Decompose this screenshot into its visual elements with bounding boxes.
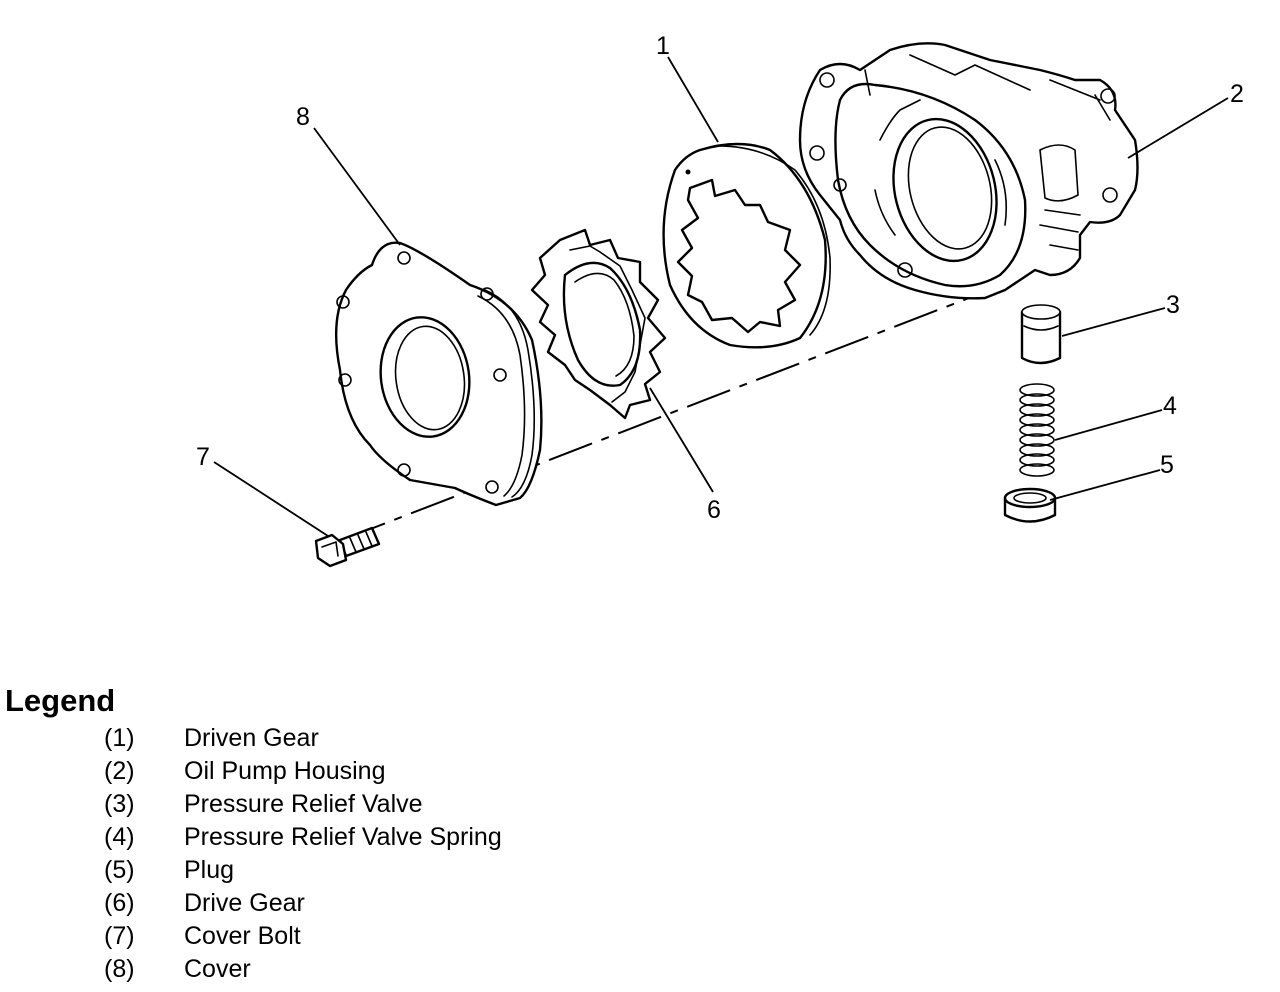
legend-item-label: Drive Gear [184, 889, 305, 917]
legend-title: Legend [5, 683, 116, 718]
legend-item-label: Oil Pump Housing [184, 757, 386, 785]
pressure-relief-valve-spring-part [1019, 383, 1055, 477]
callout-5: 5 [1160, 451, 1174, 479]
legend-item-label: Cover [184, 955, 251, 983]
cover-bolt-part [314, 526, 381, 568]
oil-pump-housing-part [798, 42, 1139, 300]
legend-item-number: (4) [104, 823, 135, 851]
legend-item-number: (8) [104, 955, 135, 983]
callout-6: 6 [707, 496, 721, 524]
legend-item-label: Plug [184, 856, 235, 884]
legend-item-label: Pressure Relief Valve [184, 790, 423, 818]
driven-gear-part [662, 142, 831, 349]
cover-part [334, 241, 543, 507]
callout-7: 7 [196, 443, 210, 471]
legend-item-number: (5) [104, 856, 135, 884]
callout-4: 4 [1163, 392, 1177, 420]
callout-1: 1 [656, 32, 670, 60]
legend-item-number: (7) [104, 922, 135, 950]
pressure-relief-valve-part [1020, 304, 1062, 365]
callout-8: 8 [296, 103, 310, 131]
leader-lines [213, 56, 1229, 537]
exploded-view-diagram: 1 2 3 4 5 6 7 8 [196, 32, 1244, 568]
plug-part [1003, 487, 1057, 523]
legend-item-number: (6) [104, 889, 135, 917]
legend-item-number: (2) [104, 757, 135, 785]
callout-3: 3 [1166, 291, 1180, 319]
callout-labels: 1 2 3 4 5 6 7 8 [196, 32, 1244, 524]
callout-2: 2 [1230, 80, 1244, 108]
legend-item-label: Pressure Relief Valve Spring [184, 823, 502, 851]
legend-item-number: (3) [104, 790, 135, 818]
legend-item-label: Cover Bolt [184, 922, 301, 950]
legend-item-label: Driven Gear [184, 724, 319, 752]
drive-gear-part [530, 228, 667, 420]
assembly-centerline [341, 285, 1001, 541]
legend-item-number: (1) [104, 724, 135, 752]
